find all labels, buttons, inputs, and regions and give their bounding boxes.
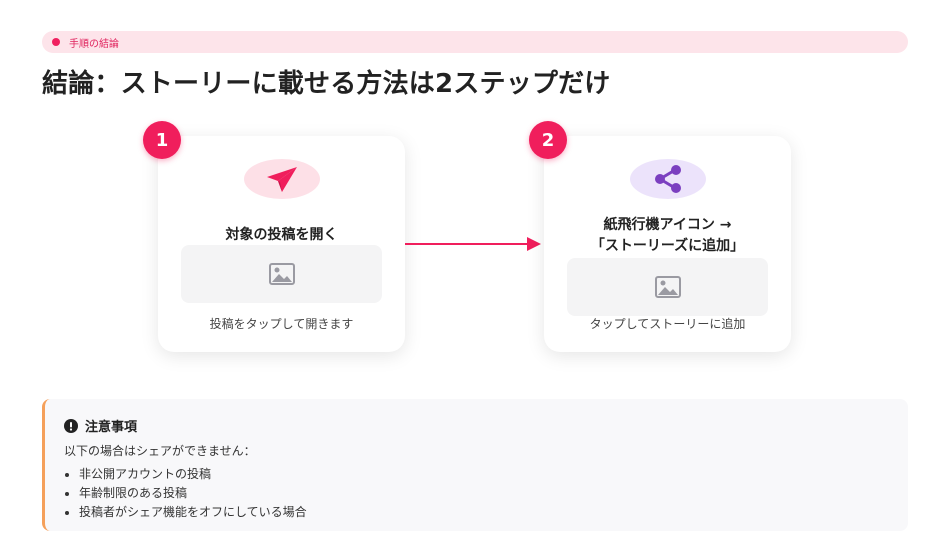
list-item: 投稿者がシェア機能をオフにしている場合 [65,503,307,522]
tag-dot-icon [52,38,60,46]
step-1-caption: 投稿をタップして開きます [209,317,354,331]
section-tag: 手順の結論 [42,31,908,53]
exclamation-circle-icon [64,418,78,433]
step-card-1: 対象の投稿を開く 投稿をタップして開きます [158,136,405,352]
image-icon [268,263,295,285]
step-1-badge: 1 [143,121,181,159]
section-tag-label: 手順の結論 [69,38,119,50]
step-1-title-line: 対象の投稿を開く [225,227,338,243]
page-title: 結論：ストーリーに載せる方法は2ステップだけ [42,69,611,99]
bullet-icon [65,472,69,477]
arrow-right-icon [405,237,541,251]
list-item-text: 投稿者がシェア機能をオフにしている場合 [79,505,307,519]
step-2-title-line-2: 「ストーリーズに追加」 [590,238,745,254]
step-2-title-line-1: 紙飛行機アイコン → [603,217,732,233]
caution-lead: 以下の場合はシェアができません： [64,444,256,458]
bullet-icon [65,491,69,496]
paper-plane-icon [266,167,297,192]
bullet-icon [65,510,69,515]
step-2-icon-bg [629,159,706,199]
step-2-title: 紙飛行機アイコン → 「ストーリーズに追加」 [544,215,791,257]
step-2-badge: 2 [529,121,567,159]
caution-heading-label: 注意事項 [85,420,138,435]
share-icon [654,165,681,193]
image-icon [654,276,681,298]
list-item: 非公開アカウントの投稿 [65,465,307,484]
step-card-2: 紙飛行機アイコン → 「ストーリーズに追加」 タップしてストーリーに追加 [544,136,791,352]
step-2-caption: タップしてストーリーに追加 [589,317,746,331]
list-item: 年齢制限のある投稿 [65,484,307,503]
caution-list: 非公開アカウントの投稿 年齢制限のある投稿 投稿者がシェア機能をオフにしている場… [65,465,307,522]
step-1-image-placeholder [181,245,382,303]
list-item-text: 年齢制限のある投稿 [79,486,188,500]
list-item-text: 非公開アカウントの投稿 [79,467,212,481]
step-2-image-placeholder [567,258,768,316]
caution-heading: 注意事項 [64,416,137,435]
caution-box: 注意事項 以下の場合はシェアができません： 非公開アカウントの投稿 年齢制限のあ… [42,399,908,531]
step-1-title: 対象の投稿を開く [158,225,405,246]
step-1-icon-bg [243,159,320,199]
